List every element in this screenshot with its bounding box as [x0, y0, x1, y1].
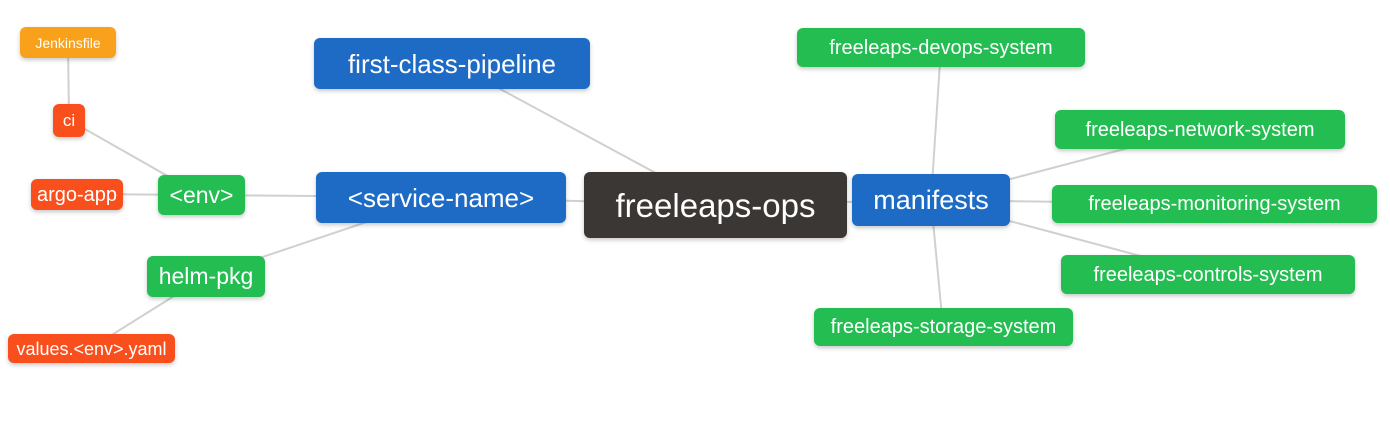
node-freeleaps-network-system[interactable]: freeleaps-network-system — [1055, 110, 1345, 149]
node-manifests[interactable]: manifests — [852, 174, 1010, 226]
node-freeleaps-devops-system[interactable]: freeleaps-devops-system — [797, 28, 1085, 67]
node-ci[interactable]: ci — [53, 104, 85, 137]
node-freeleaps-monitoring-system[interactable]: freeleaps-monitoring-system — [1052, 185, 1377, 223]
node-first-class-pipeline[interactable]: first-class-pipeline — [314, 38, 590, 89]
node-values-env-yaml[interactable]: values.<env>.yaml — [8, 334, 175, 363]
node-jenkinsfile[interactable]: Jenkinsfile — [20, 27, 116, 58]
node-service-name[interactable]: <service-name> — [316, 172, 566, 223]
node-freeleaps-ops[interactable]: freeleaps-ops — [584, 172, 847, 238]
node-argo-app[interactable]: argo-app — [31, 179, 123, 210]
node-freeleaps-storage-system[interactable]: freeleaps-storage-system — [814, 308, 1073, 346]
node-helm-pkg[interactable]: helm-pkg — [147, 256, 265, 297]
node-env[interactable]: <env> — [158, 175, 245, 215]
node-freeleaps-controls-system[interactable]: freeleaps-controls-system — [1061, 255, 1355, 294]
